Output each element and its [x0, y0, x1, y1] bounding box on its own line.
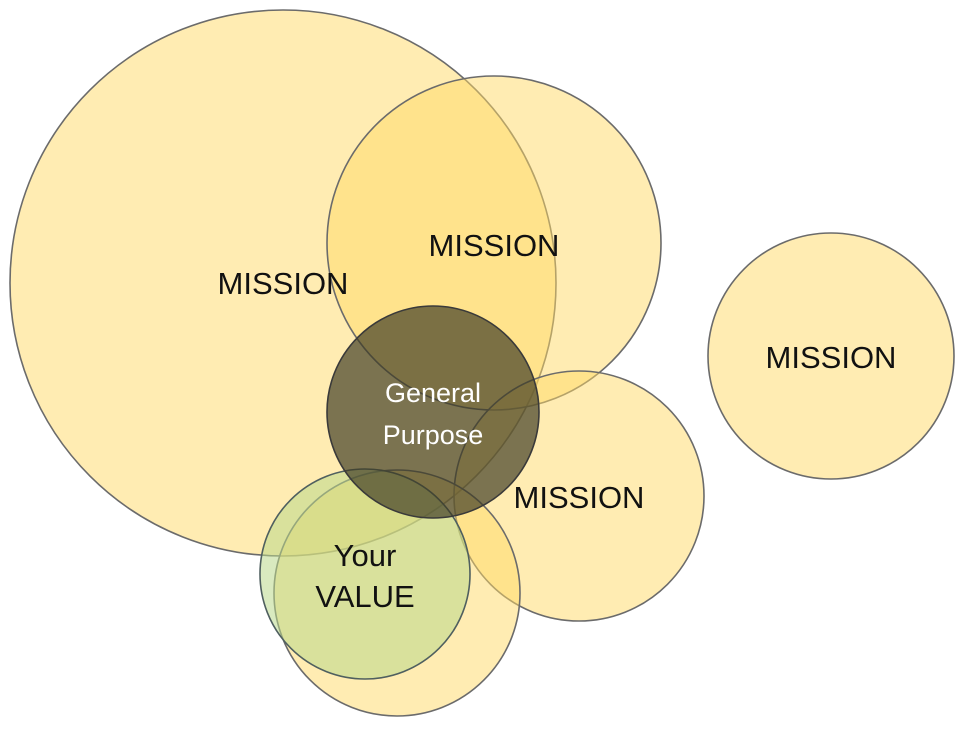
mission-label: MISSION	[429, 228, 560, 263]
circle-layer	[9, 9, 955, 717]
mission-label: MISSION	[766, 340, 897, 375]
value-label-line2: VALUE	[315, 579, 414, 614]
label-layer: MISSION MISSION MISSION MISSION Your VAL…	[218, 228, 897, 614]
mission-label: MISSION	[218, 266, 349, 301]
purpose-label-line1: General	[385, 378, 481, 408]
purpose-circle	[326, 305, 540, 519]
mission-label: MISSION	[514, 480, 645, 515]
value-label-line1: Your	[334, 538, 397, 573]
mission-circle-right	[707, 232, 955, 480]
purpose-label-line2: Purpose	[383, 420, 484, 450]
